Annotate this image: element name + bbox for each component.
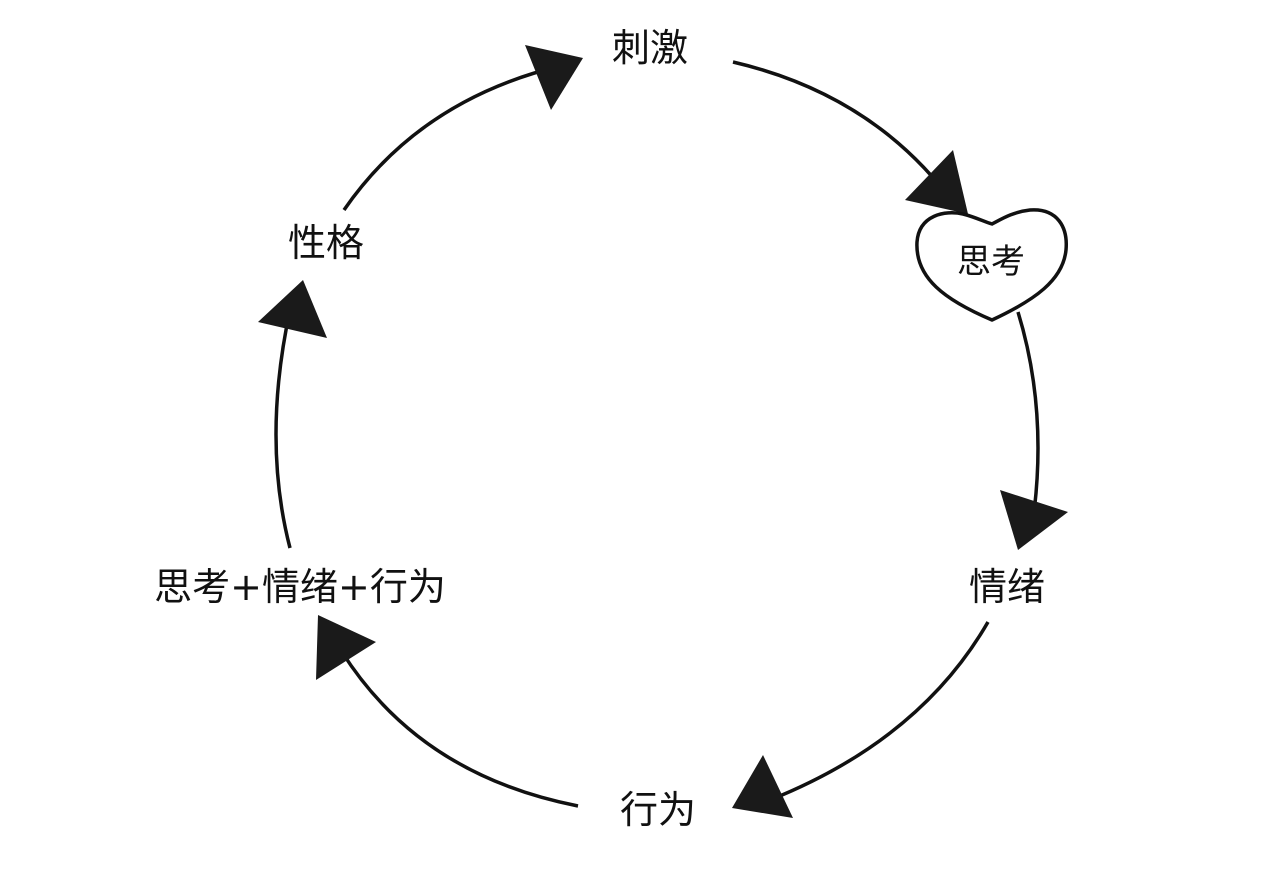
node-thinking: 思考 [957,242,1025,282]
arrowhead-to-thinking [905,150,968,214]
node-emotion: 情绪 [968,565,1046,609]
arrowhead-to-behavior [732,755,793,818]
arc-emotion-to-behavior [769,621,990,802]
node-behavior: 行为 [619,788,697,832]
arc-combined-to-personality [274,309,292,549]
node-combined: 思考+情绪+行为 [154,565,446,609]
arrowhead-to-emotion [1000,490,1068,550]
cycle-arcs [274,60,1040,808]
node-personality: 性格 [287,221,365,265]
arrowhead-to-personality [258,280,327,338]
arrowhead-to-combined [316,615,376,680]
node-stimulus: 刺激 [611,26,689,70]
heart-icon [915,208,1068,322]
arc-personality-to-stimulus [342,64,561,211]
arc-behavior-to-combined [340,651,579,808]
arrowheads [258,45,1068,818]
arrowhead-to-stimulus [525,45,583,110]
arc-thinking-to-emotion [1016,311,1040,521]
